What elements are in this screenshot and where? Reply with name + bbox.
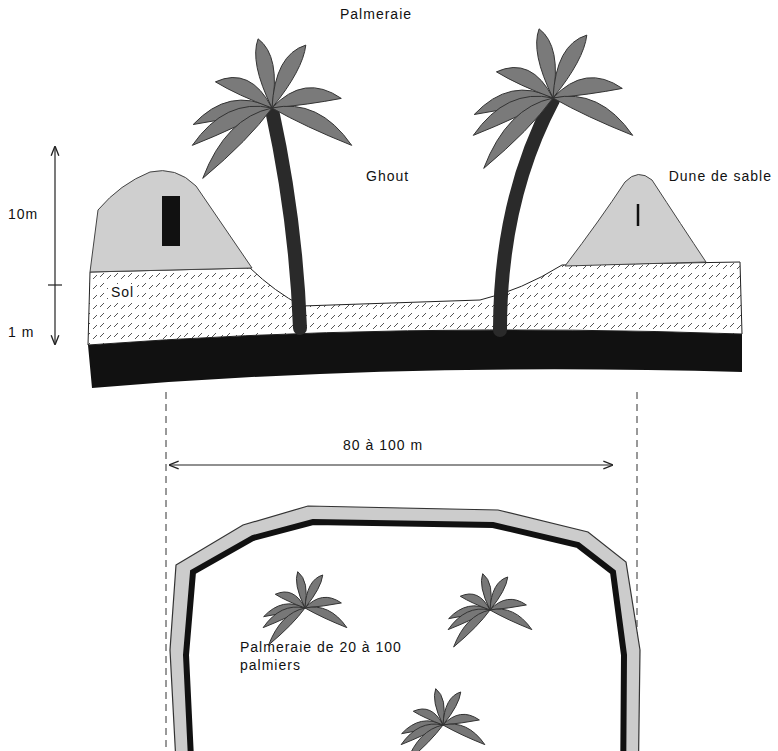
dimension-label: 10m (8, 206, 38, 223)
palm-trunk (272, 110, 300, 328)
palm-frond (443, 714, 479, 725)
dimension-label: 80 à 100 m (340, 437, 426, 454)
dune-marker (637, 204, 640, 226)
dashed-guide (166, 392, 167, 748)
soil-label: Sol (108, 284, 137, 301)
oasis-outline (168, 500, 642, 751)
palm-frond (553, 96, 633, 135)
palm-frond (490, 609, 532, 630)
palm-crown (448, 574, 532, 647)
title-label: Palmeraie (340, 6, 412, 23)
dune-marker (162, 196, 180, 246)
palm-crown (192, 39, 351, 179)
ghout-label: Ghout (366, 168, 409, 185)
palm-frond (296, 572, 306, 608)
dimension-line (170, 464, 612, 465)
palm-frond (203, 108, 272, 178)
palm-frond (434, 689, 444, 725)
palm-frond (484, 98, 553, 168)
dimension-line (54, 147, 55, 344)
soil-band (88, 262, 742, 345)
palm-frond (481, 574, 491, 610)
sand-dune (565, 174, 706, 266)
dune-ring (170, 506, 640, 751)
palm-crowns (192, 29, 632, 179)
palm-crown (473, 29, 632, 169)
palm-frond (256, 39, 275, 108)
palm-frond (305, 607, 347, 628)
palm-frond (272, 88, 341, 108)
palm-crown (263, 572, 347, 645)
palm-frond (305, 597, 341, 608)
palm-frond (553, 78, 622, 98)
palm-crown (401, 689, 485, 751)
node-text: Palmeraie de 20 à 100 palmiers (240, 638, 415, 674)
sand-dune (90, 171, 252, 272)
oasis-plan: Palmeraie de 20 à 100 palmiers (168, 500, 642, 751)
palm-frond (454, 610, 490, 647)
bedrock-ring (186, 522, 624, 751)
palm-frond (537, 29, 556, 98)
palm-frond (272, 106, 352, 145)
palm-frond (443, 724, 485, 745)
dune-label: Dune de sable (669, 168, 772, 185)
palm-frond (490, 599, 526, 610)
dimension-tick (48, 284, 62, 285)
dimension-label: 1 m (8, 324, 34, 341)
palm-frond (407, 725, 443, 751)
